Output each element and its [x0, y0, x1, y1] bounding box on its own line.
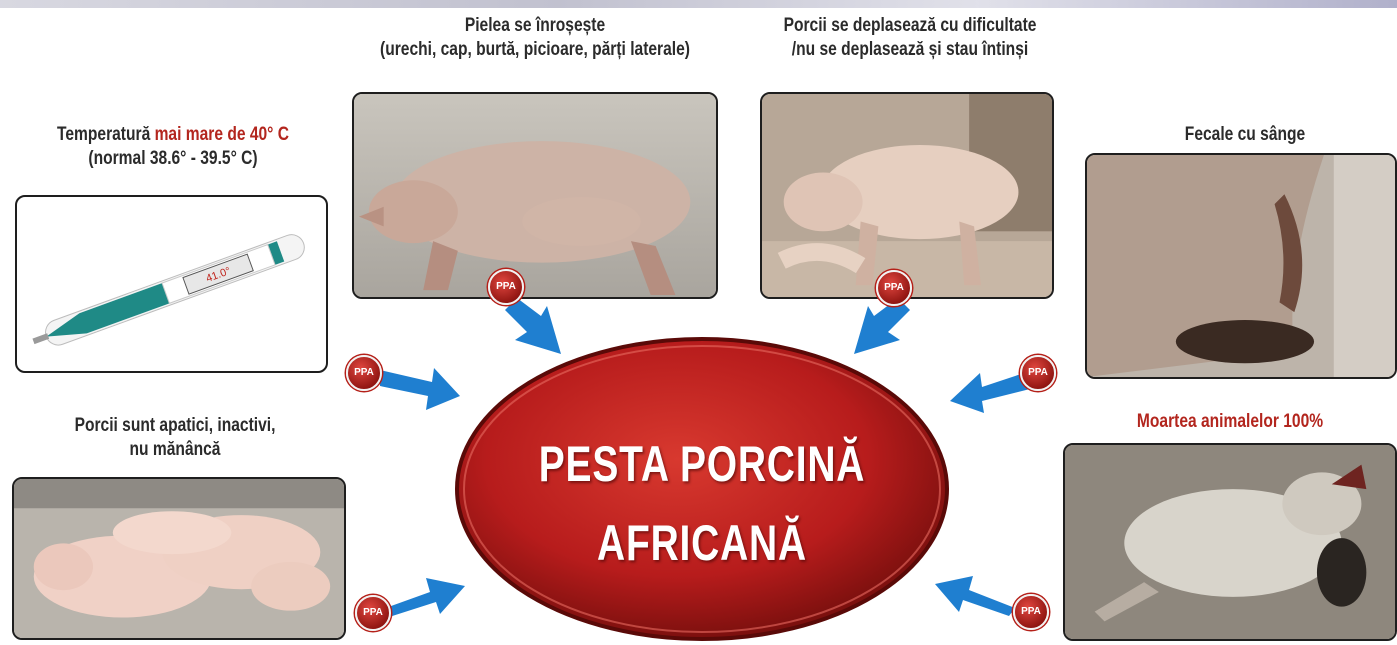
caption-death: Moartea animalelor 100% [1107, 410, 1353, 434]
caption-temperature: Temperatură mai mare de 40° C (normal 38… [46, 123, 300, 171]
center-title-line1: PESTA PORCINĂ [538, 436, 866, 492]
standing-pig-icon [762, 94, 1052, 297]
caption-movement: Porcii se deplasează cu dificultate /nu … [767, 14, 1054, 62]
red-skin-pig-photo [352, 92, 718, 299]
caption-apathy: Porcii sunt apatici, inactivi, nu mănânc… [48, 414, 302, 462]
bloody-feces-photo [1085, 153, 1397, 379]
caption-feces: Fecale cu sânge [1130, 123, 1360, 147]
dead-pig-photo [1063, 443, 1397, 641]
ppa-badge-movement: PPA [876, 270, 912, 306]
arrow-temperature [380, 368, 460, 410]
caption-apathy-line1: Porcii sunt apatici, inactivi, [74, 415, 276, 436]
piglets-image-icon [14, 479, 344, 638]
walking-pig-photo [760, 92, 1054, 299]
arrow-skin [505, 298, 561, 354]
caption-feces-line1: Fecale cu sânge [1184, 124, 1306, 145]
caption-death-line1: Moartea animalelor 100% [1136, 411, 1324, 432]
ppa-badge-death: PPA [1013, 594, 1049, 630]
dead-pig-image-icon [1065, 445, 1395, 639]
arrow-death [935, 576, 1015, 616]
arrow-apathy [380, 578, 465, 618]
center-title-line2: AFRICANĂ [597, 515, 807, 571]
center-ellipse [455, 337, 949, 641]
lying-pig-icon [354, 94, 716, 297]
caption-skin-line2: (urechi, cap, burtă, picioare, părți lat… [380, 39, 690, 60]
thermometer-icon: 41.0° [32, 234, 305, 346]
caption-skin-line1: Pielea se înroșește [464, 15, 606, 36]
caption-temperature-highlight: mai mare de 40° C [154, 124, 289, 145]
feces-image-icon [1087, 155, 1395, 377]
caption-temperature-label: Temperatură [57, 124, 151, 145]
caption-skin: Pielea se înroșește (urechi, cap, burtă,… [367, 14, 703, 62]
caption-movement-line1: Porcii se deplasează cu dificultate [783, 15, 1037, 36]
apathetic-piglets-photo [12, 477, 346, 640]
thermometer-photo: 41.0° [15, 195, 328, 373]
arrow-movement [854, 298, 910, 354]
arrow-feces [950, 371, 1030, 413]
ppa-badge-skin: PPA [488, 269, 524, 305]
ppa-badge-temperature: PPA [346, 355, 382, 391]
caption-temperature-normal: (normal 38.6° - 39.5° C) [88, 148, 258, 169]
caption-apathy-line2: nu mănâncă [129, 439, 221, 460]
caption-movement-line2: /nu se deplasează și stau întinși [791, 39, 1029, 60]
top-banner-strip [0, 0, 1397, 8]
ppa-badge-apathy: PPA [355, 595, 391, 631]
ppa-badge-feces: PPA [1020, 355, 1056, 391]
